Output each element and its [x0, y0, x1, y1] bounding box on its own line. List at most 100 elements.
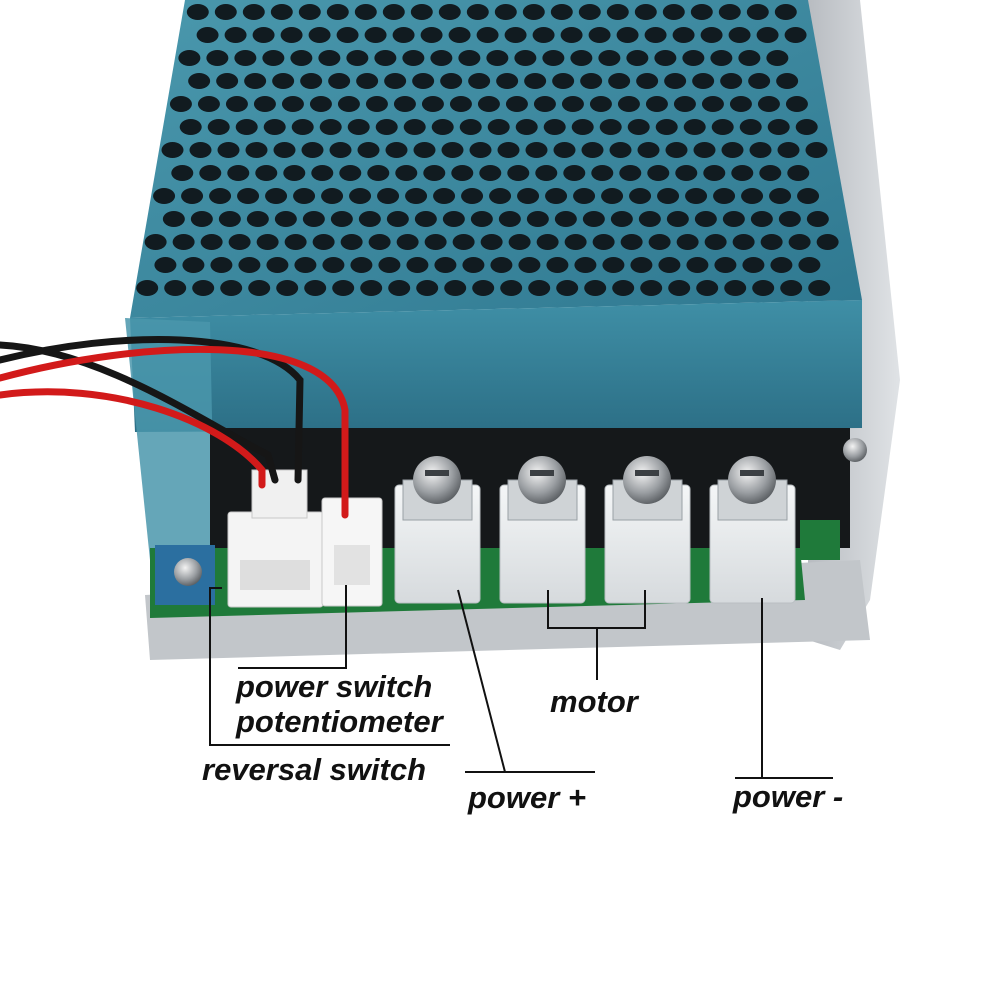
mesh-hole — [759, 165, 782, 181]
mesh-hole — [591, 165, 614, 181]
mesh-hole — [368, 234, 391, 250]
mesh-hole — [710, 50, 733, 66]
mesh-hole — [545, 188, 568, 204]
mesh-hole — [356, 73, 379, 89]
mesh-hole — [554, 211, 577, 227]
mesh-hole — [610, 211, 633, 227]
mesh-hole — [749, 142, 772, 158]
mesh-hole — [207, 119, 230, 135]
callout-labels: power switch potentiometer reversal swit… — [202, 669, 843, 815]
screw-terminal — [604, 456, 691, 604]
mesh-hole — [350, 257, 373, 273]
mesh-hole — [367, 165, 390, 181]
mount-screw — [174, 558, 202, 586]
mesh-hole — [693, 142, 716, 158]
mesh-hole — [405, 188, 428, 204]
mesh-hole — [461, 188, 484, 204]
mesh-hole — [234, 50, 257, 66]
mesh-hole — [522, 4, 545, 20]
mesh-hole — [248, 280, 271, 296]
mesh-hole — [256, 234, 279, 250]
leader-lines — [209, 585, 833, 779]
mesh-hole — [682, 50, 705, 66]
mesh-hole — [468, 73, 491, 89]
mesh-hole — [644, 27, 667, 43]
mesh-hole — [403, 119, 426, 135]
mesh-hole — [144, 234, 167, 250]
mesh-hole — [382, 4, 405, 20]
mesh-hole — [281, 96, 304, 112]
label-power-minus: power - — [732, 779, 843, 814]
mesh-hole — [136, 280, 159, 296]
mesh-hole — [365, 96, 388, 112]
mesh-hole — [154, 257, 177, 273]
mesh-hole — [472, 280, 495, 296]
mesh-hole — [601, 188, 624, 204]
mesh-hole — [582, 211, 605, 227]
mesh-hole — [629, 188, 652, 204]
mesh-hole — [346, 50, 369, 66]
mesh-hole — [630, 257, 653, 273]
mesh-hole — [298, 4, 321, 20]
mesh-hole — [756, 27, 779, 43]
mesh-hole — [535, 165, 558, 181]
mesh-hole — [406, 257, 429, 273]
mesh-hole — [785, 96, 808, 112]
mesh-hole — [546, 257, 569, 273]
mesh-hole — [505, 96, 528, 112]
mesh-hole — [619, 165, 642, 181]
mesh-hole — [704, 234, 727, 250]
mesh-hole — [186, 4, 209, 20]
mesh-hole — [242, 4, 265, 20]
mesh-hole — [374, 50, 397, 66]
mesh-hole — [291, 119, 314, 135]
mesh-hole — [658, 257, 681, 273]
mesh-hole — [330, 211, 353, 227]
mesh-hole — [199, 165, 222, 181]
mesh-hole — [550, 4, 573, 20]
mesh-hole — [280, 27, 303, 43]
mesh-hole — [774, 4, 797, 20]
mesh-hole — [169, 96, 192, 112]
mesh-hole — [787, 165, 810, 181]
mesh-hole — [308, 27, 331, 43]
mesh-hole — [533, 96, 556, 112]
mesh-hole — [421, 96, 444, 112]
mesh-hole — [525, 142, 548, 158]
mesh-hole — [532, 27, 555, 43]
mesh-hole — [448, 27, 471, 43]
mesh-hole — [210, 257, 233, 273]
mesh-hole — [748, 73, 771, 89]
mesh-hole — [648, 234, 671, 250]
mesh-hole — [413, 142, 436, 158]
mesh-hole — [420, 27, 443, 43]
mesh-hole — [164, 280, 187, 296]
mesh-hole — [609, 142, 632, 158]
mesh-hole — [360, 280, 383, 296]
mesh-hole — [489, 188, 512, 204]
mesh-hole — [752, 280, 775, 296]
mesh-hole — [720, 73, 743, 89]
mesh-hole — [665, 142, 688, 158]
label-reversal-switch: reversal switch — [202, 752, 426, 787]
mesh-hole — [430, 50, 453, 66]
mesh-hole — [598, 50, 621, 66]
mesh-hole — [206, 50, 229, 66]
mesh-hole — [696, 280, 719, 296]
mesh-hole — [179, 119, 202, 135]
mesh-hole — [760, 234, 783, 250]
mesh-hole — [497, 142, 520, 158]
mesh-hole — [570, 50, 593, 66]
mesh-hole — [766, 50, 789, 66]
mesh-hole — [808, 280, 831, 296]
mesh-hole — [265, 188, 288, 204]
mesh-hole — [347, 119, 370, 135]
mesh-hole — [272, 73, 295, 89]
mesh-hole — [770, 257, 793, 273]
mesh-hole — [515, 119, 538, 135]
mesh-hole — [636, 73, 659, 89]
mesh-hole — [494, 4, 517, 20]
mesh-hole — [337, 96, 360, 112]
mesh-hole — [190, 211, 213, 227]
